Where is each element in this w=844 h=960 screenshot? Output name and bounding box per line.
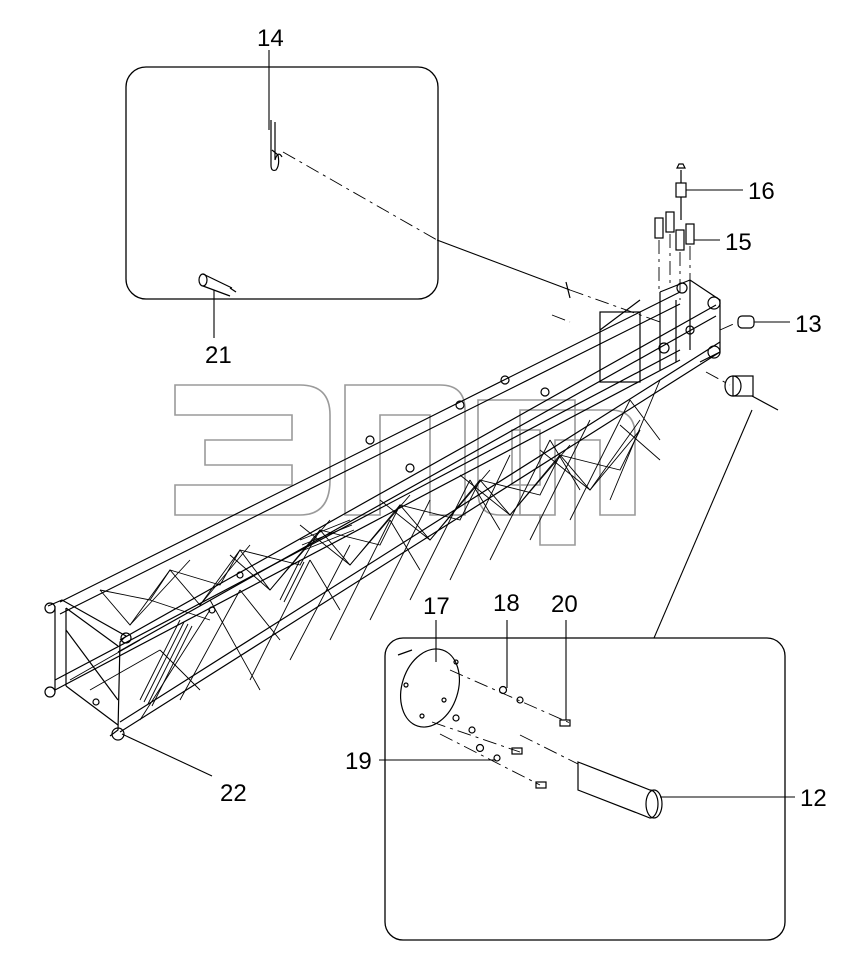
callout-21: 21 [205,342,232,369]
boom-section [44,279,721,741]
callout-leaders [121,50,795,798]
callout-13: 13 [795,311,822,338]
leader-detail-bottom [653,409,753,639]
parts-15-16 [654,163,695,300]
detail-box-bottom [384,637,786,941]
callout-18: 18 [493,590,520,617]
callout-15: 15 [725,229,752,256]
callout-14: 14 [257,25,284,52]
part-13-pin [719,315,755,331]
callout-12: 12 [800,785,827,812]
callout-17: 17 [423,593,450,620]
callout-20: 20 [551,591,578,618]
callout-19: 19 [345,748,372,775]
detail-box-top [125,66,439,300]
callout-16: 16 [748,178,775,205]
leader-detail-top [436,239,571,291]
dash-detail-top [569,289,661,323]
callout-22: 22 [220,780,247,807]
end-cap-assembly [705,371,779,411]
watermark-logo [174,384,636,546]
